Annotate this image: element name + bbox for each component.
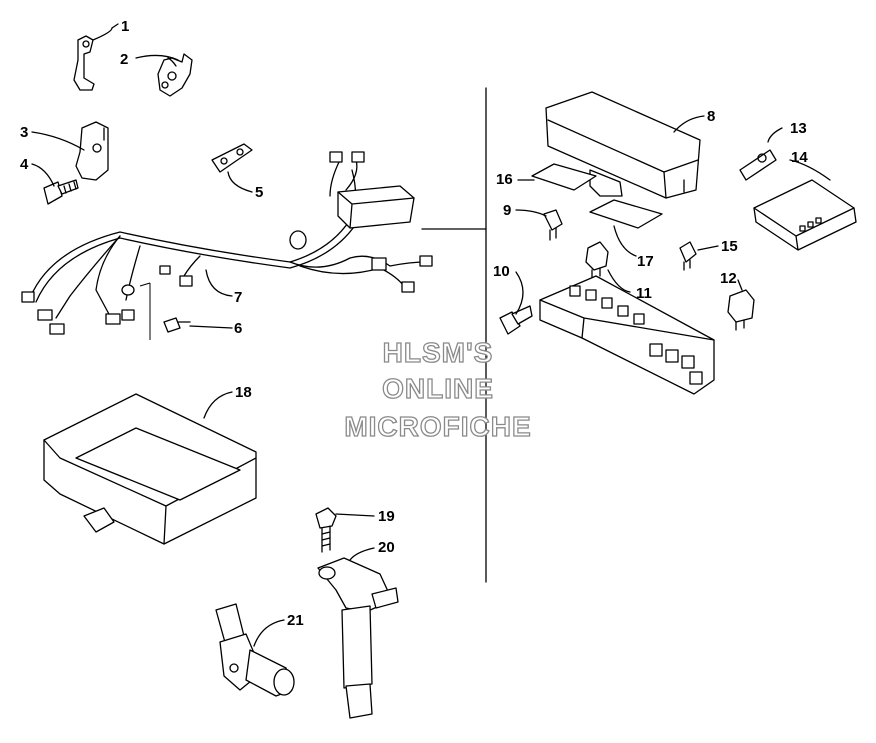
callout-13: 13 — [790, 120, 807, 137]
callout-11: 11 — [636, 285, 652, 302]
callout-2: 2 — [120, 51, 128, 68]
callout-20: 20 — [378, 539, 395, 556]
part-9-fuse[interactable] — [543, 209, 563, 241]
callout-10: 10 — [493, 263, 510, 280]
part-20-ignition-coil[interactable] — [317, 557, 399, 719]
watermark-line-2: ONLINE — [382, 373, 494, 404]
part-19-bolt[interactable] — [315, 507, 337, 553]
callout-14: 14 — [791, 149, 808, 166]
part-18-ecu[interactable] — [43, 393, 257, 545]
callout-12: 12 — [720, 270, 737, 287]
watermark-line-1: HLSM'S — [383, 337, 494, 368]
callout-8: 8 — [707, 108, 715, 125]
part-1-bracket[interactable] — [73, 27, 113, 91]
callout-19: 19 — [378, 508, 395, 525]
part-21-sensor[interactable] — [215, 603, 295, 697]
callout-labels: 1 2 3 4 5 6 7 8 9 10 11 12 13 14 15 16 1… — [20, 18, 808, 629]
part-5-plate[interactable] — [211, 143, 253, 173]
part-2-bracket[interactable] — [157, 53, 193, 97]
callout-21: 21 — [287, 612, 304, 629]
part-17-label[interactable] — [589, 199, 663, 229]
part-10-bolt[interactable] — [499, 305, 533, 335]
part-13-fuse-puller[interactable] — [739, 149, 777, 181]
part-16-label[interactable] — [531, 163, 597, 191]
part-8-fuse-box-cover[interactable] — [545, 91, 701, 199]
callout-18: 18 — [235, 384, 252, 401]
part-3-bracket[interactable] — [75, 121, 109, 181]
callout-1: 1 — [121, 18, 129, 35]
part-11-relay[interactable] — [585, 241, 609, 279]
watermark-line-3: MICROFICHE — [344, 411, 531, 442]
part-14-label-card[interactable] — [753, 179, 857, 251]
callout-7: 7 — [234, 289, 242, 306]
callout-5: 5 — [255, 184, 263, 201]
fuse-box-body[interactable] — [539, 275, 715, 395]
callout-4: 4 — [20, 156, 29, 173]
part-12-relay[interactable] — [727, 289, 755, 331]
divider-lines — [139, 87, 487, 583]
part-4-bolt[interactable] — [43, 179, 79, 205]
part-15-fuse[interactable] — [679, 241, 697, 271]
leader-lines — [31, 23, 831, 647]
callout-3: 3 — [20, 124, 28, 141]
part-7-wiring-harness[interactable] — [21, 151, 433, 335]
callout-9: 9 — [503, 202, 511, 219]
callout-15: 15 — [721, 238, 738, 255]
callout-17: 17 — [637, 253, 654, 270]
part-6-screw[interactable] — [163, 317, 191, 333]
callout-6: 6 — [234, 320, 242, 337]
watermark: HLSM'S ONLINE MICROFICHE — [344, 336, 532, 442]
callout-16: 16 — [496, 171, 513, 188]
